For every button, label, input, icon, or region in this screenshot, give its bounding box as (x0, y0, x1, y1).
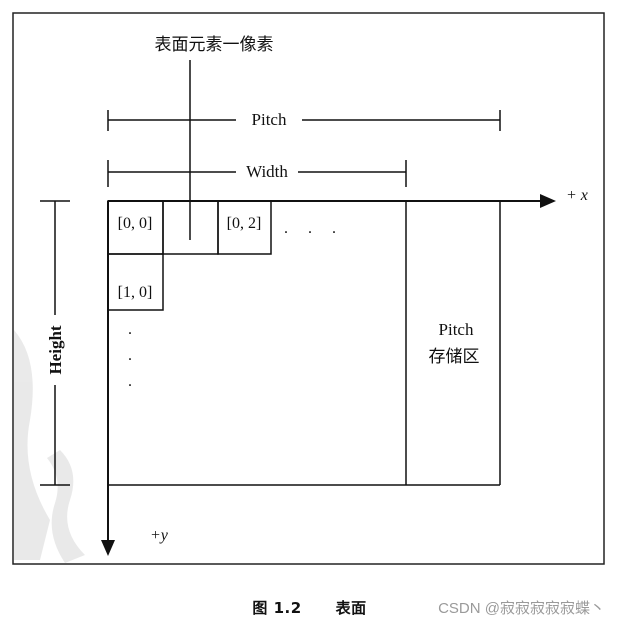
pitch-storage-label-line1: Pitch (439, 320, 474, 339)
calligraphy-watermark (14, 330, 85, 563)
cell-0-2-box (217, 200, 272, 255)
cell-0-0-label: [0, 0] (118, 215, 153, 232)
cell-1-0-box (107, 253, 164, 311)
pixel-grid (107, 200, 272, 311)
pitch-storage-label-line2: 存储区 (429, 347, 480, 367)
pitch-dimension (107, 110, 501, 131)
width-label: Width (246, 162, 288, 181)
x-axis-label: + x (566, 187, 588, 204)
csdn-watermark: CSDN @寂寂寂寂寂蝶丶 (438, 600, 605, 617)
row-ellipsis: . . . (284, 220, 344, 237)
width-dimension (107, 160, 407, 187)
height-label: Height (46, 325, 65, 374)
cell-1-0-label: [1, 0] (118, 284, 153, 301)
cell-0-2-label: [0, 2] (227, 215, 262, 232)
pitch-label: Pitch (252, 110, 287, 129)
col-ellipsis-1: . (128, 321, 132, 338)
figure-caption: 图 1.2 表面 (0, 597, 619, 618)
height-dimension (40, 200, 70, 486)
caption-number: 图 1.2 (252, 599, 302, 617)
y-axis-label: +y (150, 527, 169, 544)
surface-element-label: 表面元素一像素 (155, 35, 274, 55)
col-ellipsis-2: . (128, 347, 132, 364)
col-ellipsis-3: . (128, 373, 132, 390)
figure-frame (12, 12, 605, 565)
y-axis-arrow (101, 540, 115, 556)
caption-title: 表面 (335, 599, 367, 617)
x-axis-arrow (540, 194, 556, 208)
